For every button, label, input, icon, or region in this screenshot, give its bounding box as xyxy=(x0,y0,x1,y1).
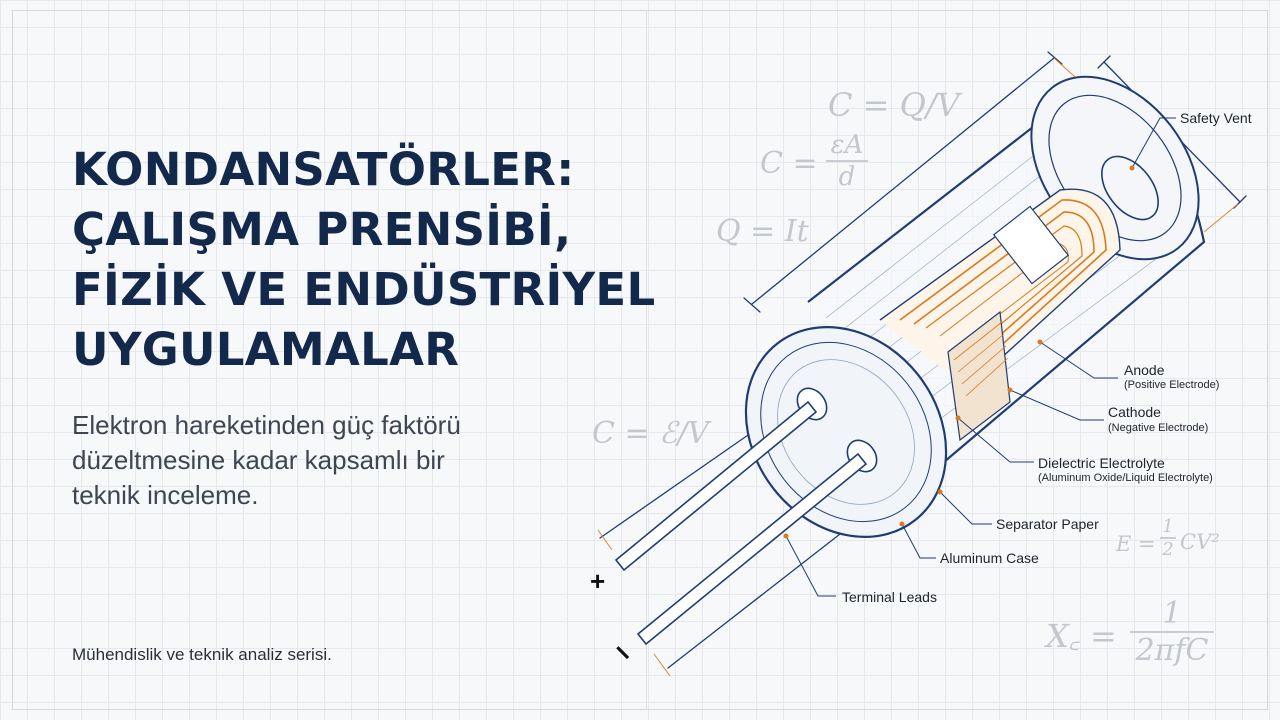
slide-subtitle: Elektron hareketinden güç faktörü düzelt… xyxy=(72,408,461,513)
label-cathode: Cathode xyxy=(1108,404,1161,420)
formula-e-fraction: 1 2 xyxy=(1160,516,1176,560)
formula-e-lhs: E = xyxy=(1116,532,1156,556)
formula-xc-lhs: X꜀ = xyxy=(1046,617,1117,655)
winding-window xyxy=(992,205,1070,285)
leader-cathode xyxy=(1009,389,1104,421)
label-dielectric-sub: (Aluminum Oxide/Liquid Electrolyte) xyxy=(1038,472,1213,484)
title-line-2: ÇALIŞMA PRENSİBİ, xyxy=(72,203,572,256)
formula-c-ea-numerator: εA xyxy=(830,130,864,160)
subtitle-line-1: Elektron hareketinden güç faktörü xyxy=(72,410,461,440)
label-anode: Anode xyxy=(1124,362,1165,378)
orange-extension-5 xyxy=(653,653,671,677)
grid-divider xyxy=(646,10,647,710)
leader-anode xyxy=(1039,341,1118,379)
label-dielectric: Dielectric Electrolyte xyxy=(1038,455,1165,471)
dimension-line-length xyxy=(751,57,1055,305)
leader-case xyxy=(901,523,936,559)
subtitle-line-3: teknik inceleme. xyxy=(72,480,259,510)
formula-xc-bar xyxy=(1130,631,1214,633)
subtitle-line-2: düzeltmesine kadar kapsamlı bir xyxy=(72,445,445,475)
formula-xc-denominator: 2πfC xyxy=(1135,633,1209,668)
formula-c-ea-lhs: C = xyxy=(760,146,818,181)
base-end-cap-inner xyxy=(777,359,915,505)
anode-foil-layer xyxy=(899,199,1107,373)
orange-extension-4 xyxy=(597,529,613,551)
label-leads: Terminal Leads xyxy=(842,589,937,605)
dimension-line-lead-2 xyxy=(667,519,859,669)
formula-xc-numerator: 1 xyxy=(1162,596,1182,631)
base-end-cap-ring xyxy=(760,341,932,523)
dimension-tick-3 xyxy=(1097,55,1111,69)
formula-c-qv: C = Q/V xyxy=(828,86,960,124)
title-line-4: UYGULAMALAR xyxy=(72,323,460,376)
label-case: Aluminum Case xyxy=(940,550,1039,566)
electrolyte-layer xyxy=(925,225,1083,351)
base-end-cap xyxy=(744,326,948,538)
series-caption: Mühendislik ve teknik analiz serisi. xyxy=(72,645,332,664)
slide-title: KONDANSATÖRLER: ÇALIŞMA PRENSİBİ, FİZİK … xyxy=(72,140,655,380)
formula-q-it: Q = It xyxy=(716,214,809,249)
formula-c-ea-fraction: εA d xyxy=(826,130,868,192)
label-cathode-sub: (Negative Electrode) xyxy=(1108,422,1209,434)
leader-arrowheads xyxy=(783,165,1135,539)
label-safety-vent: Safety Vent xyxy=(1180,110,1252,126)
formula-xc-fraction: 1 2πfC xyxy=(1130,596,1214,668)
formula-c-ea-bar xyxy=(826,160,868,162)
leader-leads xyxy=(785,535,836,597)
title-line-3: FİZİK VE ENDÜSTRİYEL xyxy=(72,263,656,316)
formula-c-ea-denominator: d xyxy=(838,162,856,192)
formula-e-bar xyxy=(1160,537,1176,539)
dimension-tick-2 xyxy=(1047,51,1063,65)
formula-e-denominator: 2 xyxy=(1162,539,1174,560)
dimension-tick-1 xyxy=(743,297,761,313)
electrode-stack-lines xyxy=(953,321,1009,397)
leader-safety-vent xyxy=(1131,117,1176,169)
formula-e-rhs: CV² xyxy=(1180,530,1220,554)
orange-extension-2 xyxy=(1203,203,1239,233)
label-leaders xyxy=(785,117,1176,597)
formula-e-numerator: 1 xyxy=(1162,516,1174,537)
formula-c-ev: C = ℰ/V xyxy=(592,416,710,451)
terminal-lead-negative xyxy=(636,452,868,646)
terminal-lead-positive xyxy=(614,400,818,572)
safety-vent-shape xyxy=(1101,155,1159,221)
cathode-foil-layer xyxy=(913,211,1095,361)
title-line-1: KONDANSATÖRLER: xyxy=(72,143,575,196)
winding-core xyxy=(879,188,1121,389)
positive-terminal-sign: + xyxy=(590,566,606,596)
slide-frame xyxy=(12,10,1268,710)
leader-dielectric xyxy=(957,417,1034,463)
leader-separator xyxy=(939,491,992,525)
label-anode-sub: (Positive Electrode) xyxy=(1124,379,1220,391)
label-separator: Separator Paper xyxy=(996,516,1099,532)
electrode-stack xyxy=(947,310,1011,442)
